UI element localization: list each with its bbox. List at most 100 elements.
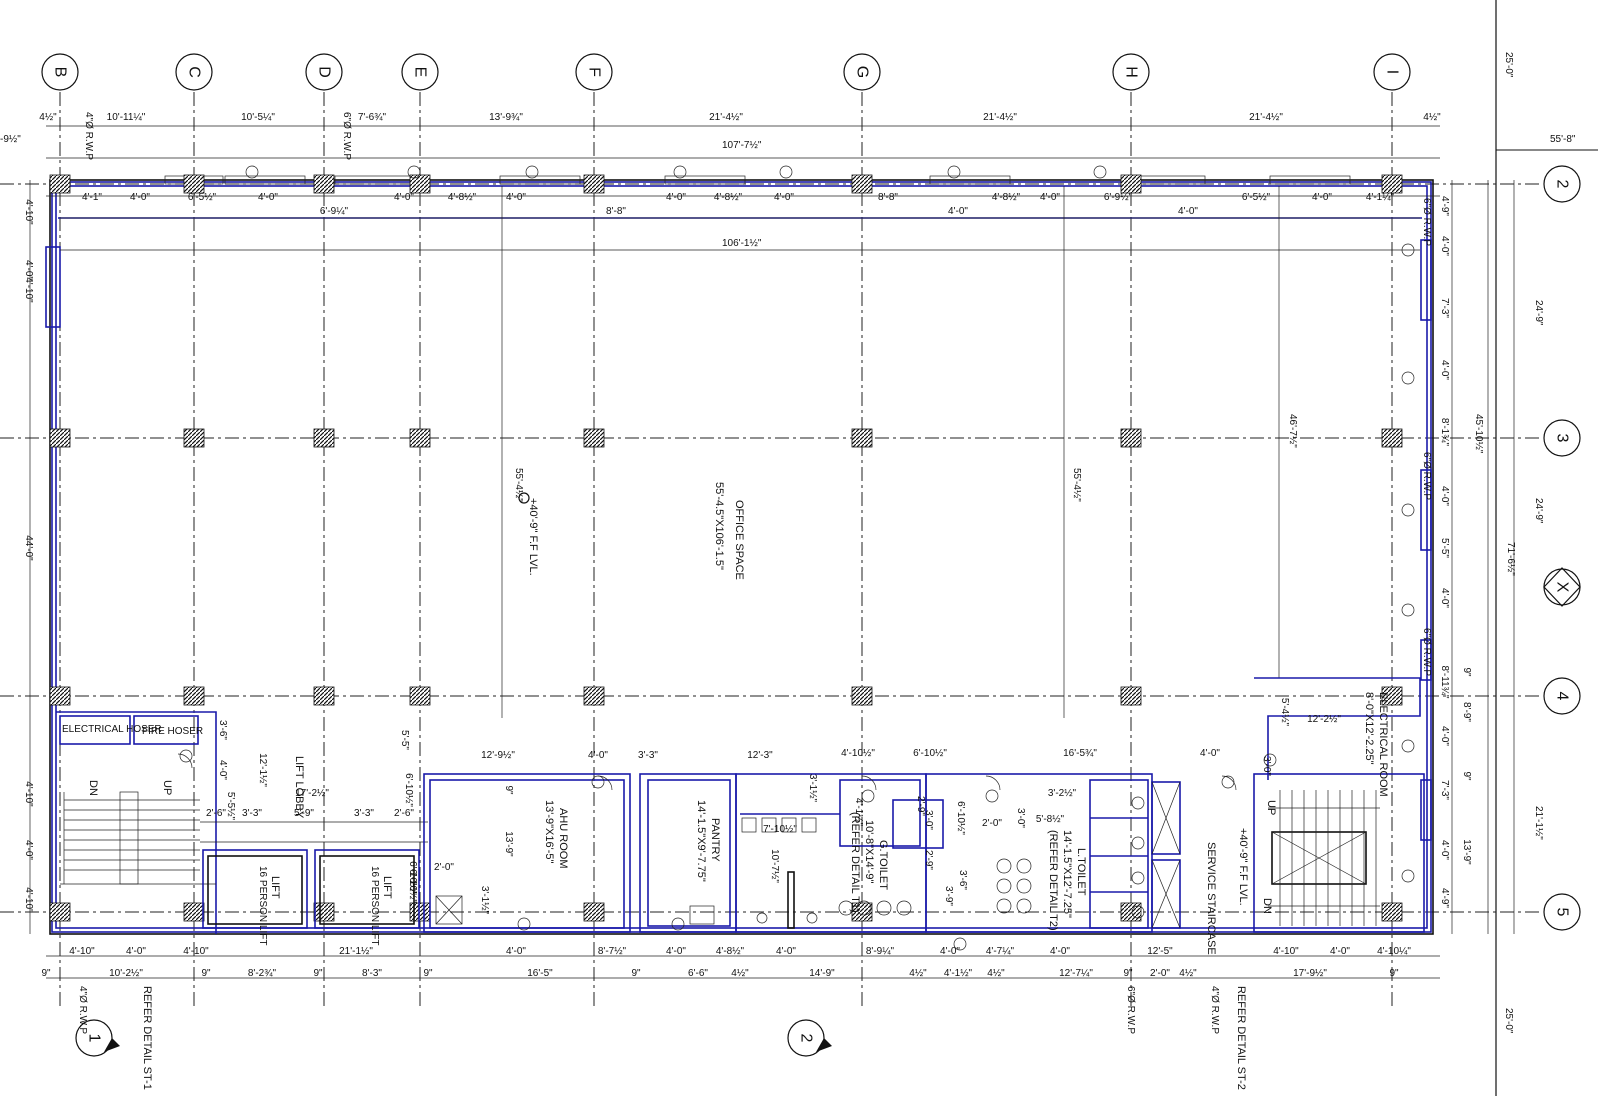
grid-label-F: F — [586, 67, 603, 77]
right-opening-dim: 4'-9" — [1439, 196, 1450, 216]
column-E4 — [409, 686, 431, 706]
top-opening-dim: 4'-8½" — [714, 192, 743, 203]
right-opening-dim: 4'-0" — [1439, 588, 1450, 608]
core-dim: 6'-10½" — [955, 801, 966, 835]
interior-v-right: 46'-7½" — [1287, 414, 1298, 448]
dimension-lines — [29, 125, 1515, 979]
lobby-dim: 6'-10½" — [403, 773, 414, 807]
pantry-size: 14'-1.5"X9'-7.75" — [695, 800, 707, 882]
top-opening-dim: 6'-5½" — [1242, 192, 1271, 203]
bottom-dim-2: 17'-9½" — [1293, 968, 1327, 979]
lobby-dim: 5'-5½" — [225, 792, 236, 821]
column-C4 — [183, 686, 205, 706]
grid-label-H: H — [1123, 66, 1140, 78]
grid-bubble-H — [1112, 53, 1150, 91]
top-opening-dim: 4'-0" — [258, 192, 278, 203]
bottom-dim: 4'-10" — [183, 946, 209, 957]
stair-dn-left: DN — [87, 780, 99, 796]
core-dim: 5'-8½" — [1036, 814, 1065, 825]
right-small-dim: 9" — [1461, 667, 1472, 677]
ahu-room-size: 13'-9"X16'-5" — [543, 800, 555, 863]
stair-treads-right — [1279, 790, 1377, 926]
pantry-label: PANTRY — [709, 818, 721, 862]
right-inner: 45'-10½" — [1473, 414, 1484, 454]
column-D5 — [313, 902, 335, 922]
core-dimensions: 12'-9½"4'-0"3'-3"12'-3"4'-10½"6'-10½"16'… — [481, 698, 1341, 907]
top-segment-dimensions: 4½"10'-11¼"10'-5¼"7'-6¾"13'-9¾"21'-4½"21… — [39, 111, 1441, 123]
lobby-dim: 5'-5" — [399, 730, 410, 750]
lobby-dim: 2'-6" — [394, 808, 414, 819]
column-E3 — [409, 428, 431, 448]
right-opening-dim: 4'-9" — [1439, 888, 1450, 908]
top-opening-dim: 6'-9¼" — [320, 205, 349, 217]
right-opening-dim: 4'-0" — [1439, 360, 1450, 380]
core-dim: 7'-10½" — [763, 824, 797, 835]
core-dim: 5'-4½" — [1279, 698, 1290, 727]
column-B2 — [49, 174, 71, 194]
lobby-dim: 12'-1½" — [257, 753, 268, 787]
bottom-dim: 12'-5" — [1147, 946, 1173, 957]
rwp-note-right-top: 6"Ø R.W.P — [1421, 198, 1432, 246]
office-space-size: 55'-4.5"X106'-1.5" — [713, 482, 725, 570]
column-D3 — [313, 428, 335, 448]
right-span-2: 24'-9" — [1533, 498, 1544, 524]
core-dim: 9" — [503, 785, 514, 795]
bottom-dim: 4'-0" — [126, 946, 146, 957]
top-opening-dimensions: 4'-1"4'-0"6'-5½"4'-0"6'-9¼"4'-0"4'-8½"4'… — [82, 191, 1395, 217]
rwp-note-right-low: 6"Ø R.W.P — [1421, 628, 1432, 676]
bottom-dim: 4'-8½" — [716, 946, 745, 957]
core-dim: 2'-9" — [923, 850, 934, 870]
grid-label-row-5: 5 — [1554, 908, 1571, 917]
core-dim: 3'-3" — [638, 750, 658, 761]
column-B3 — [49, 428, 71, 448]
bottom-dim: 4'-0" — [1050, 946, 1070, 957]
grid-label-G: G — [854, 66, 871, 78]
core-dim: 3'-1½" — [807, 774, 818, 803]
lift-lobby-label: LIFT LOBBY — [293, 756, 305, 819]
lift-2-sub: 16 PERSON LIFT — [369, 866, 380, 945]
top-seg-dim: 7'-6¾" — [358, 112, 387, 123]
vertical-grid-lines — [59, 92, 1393, 1010]
left-dim: 4'-10" — [23, 887, 34, 913]
bottom-dimensions-row1: 4'-10"4'-0"4'-10"21'-1½"4'-0"8'-7½"4'-0"… — [69, 945, 1411, 957]
bottom-dim-2: 2'-0" — [1150, 968, 1170, 979]
l-toilet-label: L.TOILET — [1075, 848, 1087, 896]
inner-width-dim: 106'-1½" — [722, 238, 762, 249]
grid-label-I: I — [1384, 70, 1401, 74]
lobby-dim: 6'-10½" — [407, 869, 418, 903]
lift-1-label: LIFT — [269, 876, 281, 899]
refer-detail-st1: REFER DETAIL ST-1 — [141, 986, 153, 1090]
column-C3 — [183, 428, 205, 448]
column-F5 — [583, 902, 605, 922]
core-dim: 4'-0" — [588, 750, 608, 761]
grid-bubble-row-4 — [1543, 677, 1581, 715]
overall-width-dim: 107'-7½" — [722, 140, 762, 151]
bottom-dim: 4'-0" — [776, 946, 796, 957]
bottom-dim-2: 4½" — [731, 968, 749, 979]
column-H4 — [1120, 686, 1142, 706]
horizontal-grid-lines — [0, 183, 1540, 913]
column-G3 — [851, 428, 873, 448]
grid-bubble-row-5 — [1543, 893, 1581, 931]
grid-label-E: E — [412, 67, 429, 78]
grid-bubble-F — [575, 53, 613, 91]
top-opening-dim: 4'-1¼" — [1366, 191, 1395, 203]
right-opening-dim: 4'-0" — [1439, 726, 1450, 746]
section-mark-1 — [75, 1019, 120, 1057]
right-overall-h: 55'-8" — [1550, 134, 1576, 145]
bottom-dim: 4'-10" — [69, 946, 95, 957]
right-opening-dim: 4'-0" — [1439, 236, 1450, 256]
stair-up-label: UP — [1265, 800, 1277, 815]
lobby-dim: 17'-2½" — [295, 788, 329, 799]
left-dim: 4'-0" — [23, 260, 34, 280]
top-opening-dim: 6'-5½" — [188, 192, 217, 203]
fire-hoser-label: FIRE HOSER — [142, 726, 203, 737]
office-space-label: OFFICE SPACE — [733, 500, 745, 580]
lobby-dim: 3'-1½" — [479, 886, 490, 915]
right-bottom-extra: 25'-0" — [1503, 1008, 1514, 1034]
grid-bubble-row-3 — [1543, 419, 1581, 457]
bottom-dim: 4'-0" — [666, 946, 686, 957]
top-seg-dim: 21'-4½" — [1249, 112, 1283, 123]
